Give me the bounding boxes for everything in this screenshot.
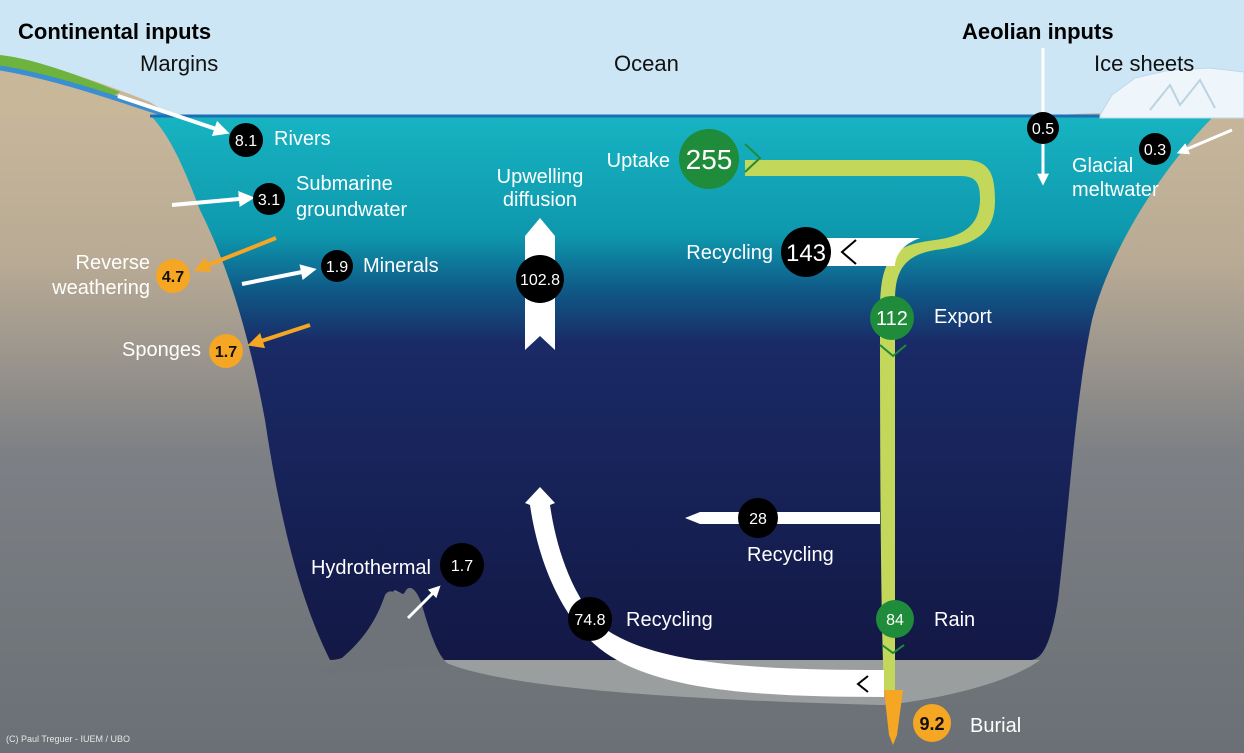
sponges-node: 1.7 [209,334,243,368]
weathering-label: weathering [51,277,150,299]
recycling-surface-node: 143 [781,227,831,277]
meltwater-label: meltwater [1072,179,1159,201]
groundwater-node: 3.1 [253,183,285,215]
ice-crevasses [1149,78,1216,111]
export-label: Export [934,306,992,328]
export-chevron-icon [879,344,907,358]
uptake-chevron-icon [744,143,762,173]
rain-chevron-icon [881,644,905,655]
svg-text:1.7: 1.7 [215,344,237,361]
sky [0,0,1244,115]
minerals-arrow [241,264,317,286]
svg-text:102.8: 102.8 [520,272,560,289]
svg-text:84: 84 [886,612,904,629]
ice-sheet [1099,67,1244,119]
upwelling-label: Upwelling [497,166,584,188]
recycling-surface-chevron-icon [840,239,857,265]
aeolian-inputs-heading: Aeolian inputs [962,19,1114,44]
svg-text:9.2: 9.2 [919,714,944,734]
svg-text:0.3: 0.3 [1144,142,1166,159]
green-hill [0,55,120,98]
ocean-label: Ocean [614,51,679,76]
svg-text:8.1: 8.1 [235,133,257,150]
reverse-weathering-node: 4.7 [156,259,190,293]
uptake-label: Uptake [607,150,670,172]
sponges-label: Sponges [122,339,201,361]
hydrothermal-node: 1.7 [440,543,484,587]
minerals-node: 1.9 [321,250,353,282]
minerals-label: Minerals [363,255,439,277]
recycling-bottom-band [525,487,884,697]
groundwater-label: groundwater [296,199,408,221]
recycling-bottom-label: Recycling [626,609,713,631]
svg-text:74.8: 74.8 [574,612,605,629]
credit-text: (C) Paul Treguer - IUEM / UBO [6,734,130,744]
recycling-surface-label: Recycling [686,242,773,264]
reverse-weathering-arrow [193,236,277,273]
svg-text:1.7: 1.7 [451,558,473,575]
burial-node: 9.2 [913,704,951,742]
reverse-label: Reverse [76,252,150,274]
recycling-bottom-chevron-icon [856,675,869,693]
recycling-deep-label: Recycling [747,544,834,566]
margins-label: Margins [140,51,218,76]
recycling-deep-arrow [685,512,880,524]
ice-sheets-label: Ice sheets [1094,51,1194,76]
hydrothermal-arrow [406,585,441,620]
svg-text:112: 112 [876,308,908,330]
ocean-basin [150,115,1215,660]
svg-text:143: 143 [786,240,826,267]
svg-text:28: 28 [749,511,767,528]
svg-text:1.9: 1.9 [326,259,348,276]
hydrothermal-label: Hydrothermal [311,557,431,579]
rain-node: 84 [876,600,914,638]
river [0,65,171,119]
rivers-arrow [117,94,230,137]
export-node: 112 [870,296,914,340]
rivers-node: 8.1 [229,123,263,157]
continental-inputs-heading: Continental inputs [18,19,211,44]
svg-text:3.1: 3.1 [258,192,280,209]
svg-text:255: 255 [686,144,733,175]
glacial-label: Glacial [1072,155,1133,177]
sponges-arrow [247,323,311,349]
svg-text:0.5: 0.5 [1032,121,1054,138]
recycling-surface-band [812,238,920,266]
glacial-node: 0.3 [1139,133,1171,165]
uptake-node: 255 [679,129,739,189]
rivers-label: Rivers [274,128,331,150]
aeolian-node: 0.5 [1027,112,1059,144]
upwelling-node: 102.8 [516,255,564,303]
burial-label: Burial [970,715,1021,737]
diffusion-label: diffusion [503,189,577,211]
recycling-deep-node: 28 [738,498,778,538]
recycling-bottom-node: 74.8 [568,597,612,641]
burial-arrow [884,690,903,745]
rain-label: Rain [934,609,975,631]
svg-text:4.7: 4.7 [162,269,184,286]
glacial-arrow [1176,128,1233,155]
submarine-label: Submarine [296,173,393,195]
groundwater-arrow [171,191,255,207]
